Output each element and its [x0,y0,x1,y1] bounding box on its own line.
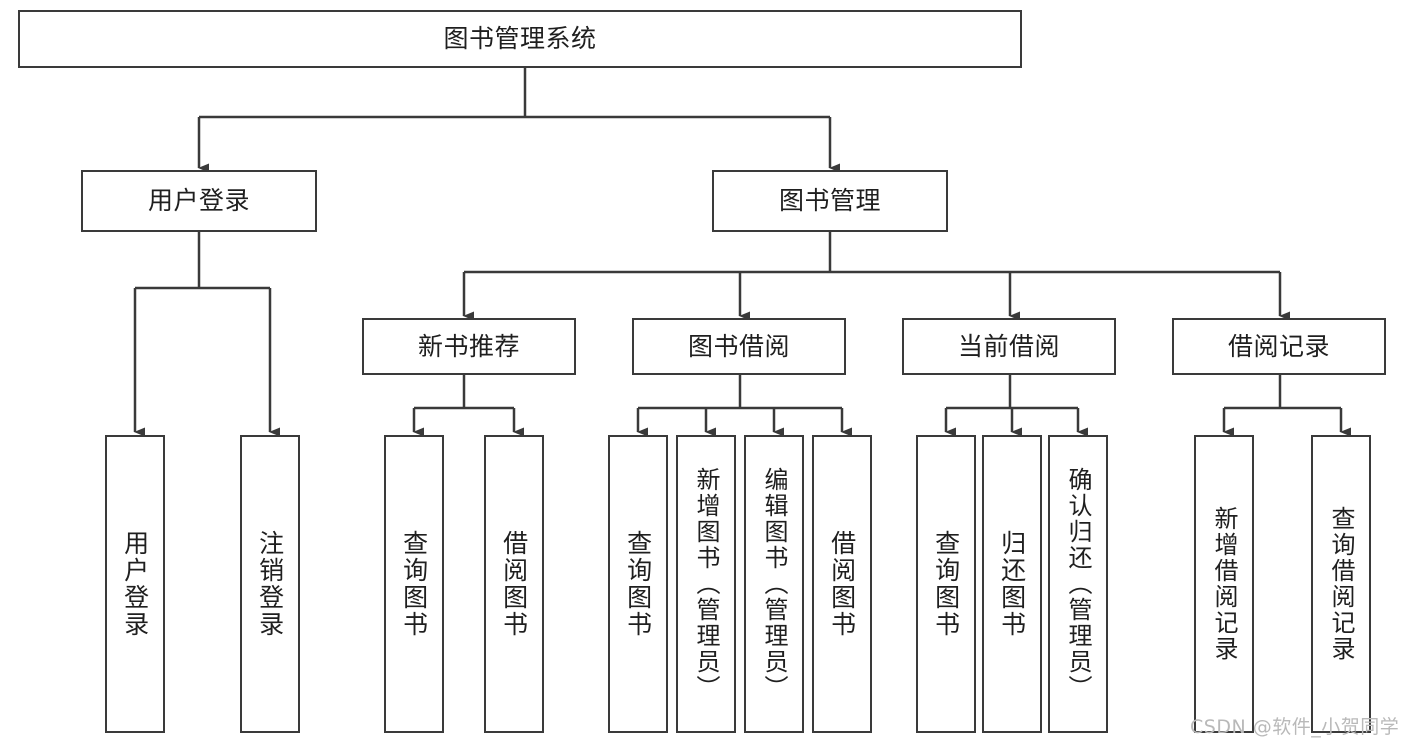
node-leaf-query-book-3-label: 查询图书 [931,530,961,638]
node-leaf-query-book-2-label: 查询图书 [623,530,653,638]
node-new-book-recommend-label: 新书推荐 [417,331,520,361]
node-leaf-borrow-book-2[interactable]: 借阅图书 [812,435,872,733]
node-leaf-confirm-return[interactable]: 确认归还（管理员） [1048,435,1108,733]
node-new-book-recommend[interactable]: 新书推荐 [362,318,576,375]
node-leaf-user-login[interactable]: 用户登录 [105,435,165,733]
node-leaf-query-book-3[interactable]: 查询图书 [916,435,976,733]
node-leaf-user-logout[interactable]: 注销登录 [240,435,300,733]
node-leaf-query-book-1-label: 查询图书 [399,530,429,638]
node-book-borrow-label: 图书借阅 [687,331,790,361]
node-leaf-borrow-book-1[interactable]: 借阅图书 [484,435,544,733]
node-book-management-label: 图书管理 [778,186,881,215]
node-leaf-add-record[interactable]: 新增借阅记录 [1194,435,1254,733]
node-leaf-add-book-label: 新增图书（管理员） [692,467,720,701]
node-leaf-add-record-label: 新增借阅记录 [1210,506,1238,662]
watermark: CSDN @软件_小贺同学 [1190,716,1400,738]
node-leaf-user-logout-label: 注销登录 [255,530,285,638]
node-root-label: 图书管理系统 [443,24,597,53]
node-leaf-query-book-1[interactable]: 查询图书 [384,435,444,733]
node-leaf-user-login-label: 用户登录 [120,530,150,638]
node-book-borrow[interactable]: 图书借阅 [632,318,846,375]
node-leaf-borrow-book-2-label: 借阅图书 [827,530,857,638]
node-root[interactable]: 图书管理系统 [18,10,1022,68]
node-leaf-confirm-return-label: 确认归还（管理员） [1064,467,1092,701]
node-leaf-edit-book[interactable]: 编辑图书（管理员） [744,435,804,733]
node-leaf-query-book-2[interactable]: 查询图书 [608,435,668,733]
node-user-login-label: 用户登录 [147,186,250,215]
node-borrow-record-label: 借阅记录 [1227,331,1330,361]
node-borrow-record[interactable]: 借阅记录 [1172,318,1386,375]
node-leaf-query-record[interactable]: 查询借阅记录 [1311,435,1371,733]
node-book-management[interactable]: 图书管理 [712,170,948,232]
node-leaf-edit-book-label: 编辑图书（管理员） [760,467,788,701]
node-user-login[interactable]: 用户登录 [81,170,317,232]
node-leaf-query-record-label: 查询借阅记录 [1327,506,1355,662]
node-leaf-borrow-book-1-label: 借阅图书 [499,530,529,638]
node-leaf-add-book[interactable]: 新增图书（管理员） [676,435,736,733]
node-current-borrow[interactable]: 当前借阅 [902,318,1116,375]
node-leaf-return-book[interactable]: 归还图书 [982,435,1042,733]
node-leaf-return-book-label: 归还图书 [997,530,1027,638]
node-current-borrow-label: 当前借阅 [957,331,1060,361]
